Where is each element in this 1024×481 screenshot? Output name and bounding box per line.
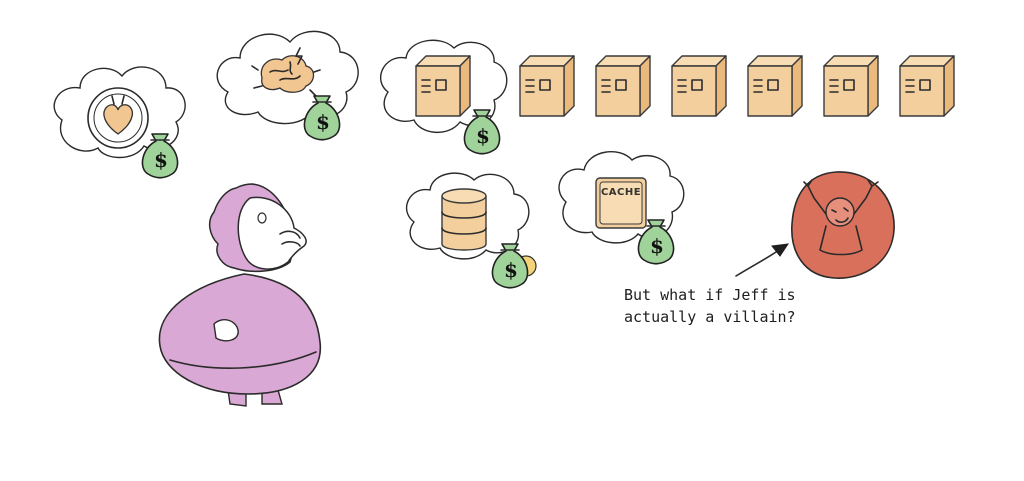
- cache-cloud: CACHE $: [558, 151, 685, 265]
- server-row: [415, 55, 955, 117]
- arrow-icon: [735, 243, 790, 277]
- svg-text:$: $: [650, 234, 664, 258]
- annotation-text: But what if Jeff is actually a villain?: [624, 284, 824, 328]
- heart-cloud: $: [53, 66, 186, 179]
- brain-cloud: $: [216, 30, 359, 141]
- server-icon: [415, 55, 471, 117]
- money-bag-icon: $: [637, 219, 675, 265]
- villain-icon: [791, 171, 895, 279]
- annotation-line-2: actually a villain?: [624, 308, 796, 326]
- server-icon: [899, 55, 955, 117]
- svg-text:$: $: [504, 258, 518, 282]
- server-icon: [823, 55, 879, 117]
- cache-icon: CACHE: [595, 177, 647, 229]
- heart-icon: [87, 87, 149, 149]
- customer-figure: [158, 183, 322, 407]
- money-bag-icon: $: [303, 95, 341, 141]
- server-icon: [747, 55, 803, 117]
- money-bag-icon: $: [491, 243, 537, 289]
- svg-text:$: $: [476, 124, 490, 148]
- money-bag-icon: $: [141, 133, 179, 179]
- server-icon: [519, 55, 575, 117]
- brain-icon: [251, 47, 321, 97]
- svg-text:$: $: [316, 110, 330, 134]
- server-icon: [595, 55, 651, 117]
- database-icon: [441, 188, 487, 251]
- money-bag-icon: $: [463, 109, 501, 155]
- database-cloud: $: [405, 172, 537, 289]
- cache-label: CACHE: [601, 187, 641, 198]
- annotation-line-1: But what if Jeff is: [624, 286, 796, 304]
- svg-text:$: $: [154, 148, 168, 172]
- server-icon: [671, 55, 727, 117]
